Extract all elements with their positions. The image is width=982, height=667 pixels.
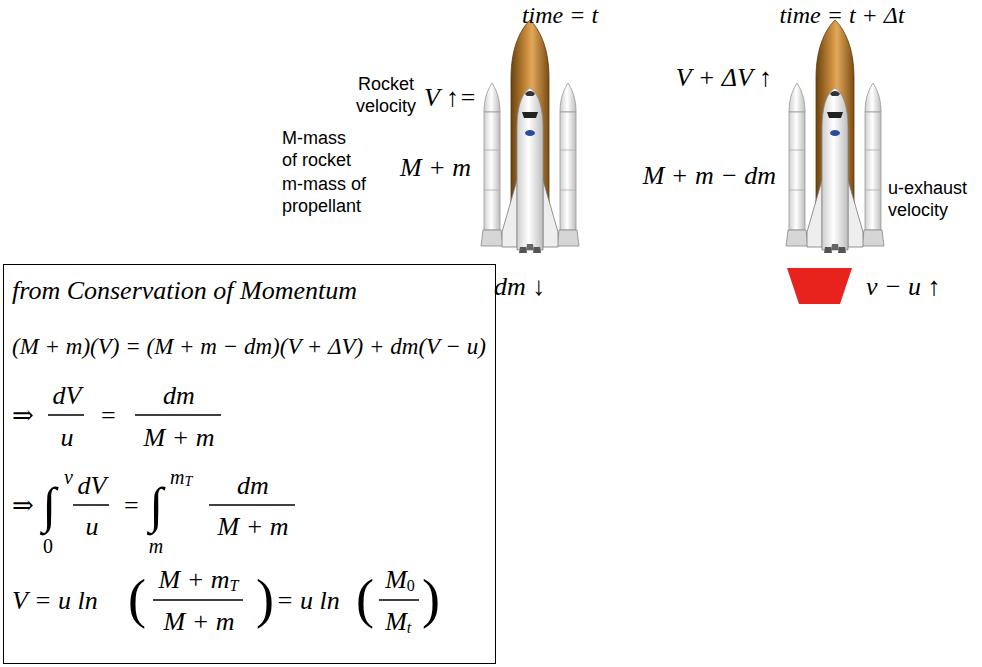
velocity-symbol: V + ΔV ↑ xyxy=(676,63,772,93)
mass-label: M-mass of rocket xyxy=(282,128,364,171)
subscript: 0 xyxy=(407,577,415,595)
fraction-bar xyxy=(209,504,295,506)
numerator: dm xyxy=(237,471,269,501)
exhaust-label: u-exhaust velocity xyxy=(888,178,978,221)
fraction-bar xyxy=(48,414,84,416)
subscript: t xyxy=(407,619,411,637)
equation: V = u ln xyxy=(12,586,98,616)
equation: = u ln xyxy=(276,586,340,616)
lower-limit: 0 xyxy=(43,535,53,558)
equation-box: from Conservation of Momentum (M + m)(V) … xyxy=(3,264,496,664)
subscript: T xyxy=(229,577,238,595)
equation: (M + m)(V) = (M + m − dm)(V + ΔV) + dm(V… xyxy=(12,334,486,360)
time-label: time = t + Δt xyxy=(779,2,904,30)
velocity-label: Rocket velocity xyxy=(348,74,424,117)
fraction-bar xyxy=(73,504,109,506)
denominator: u xyxy=(86,512,99,542)
implies-symbol: ⇒ xyxy=(12,491,34,521)
rocket-drawing xyxy=(481,20,579,253)
denominator: M xyxy=(385,607,407,637)
equation-heading: from Conservation of Momentum xyxy=(12,276,357,306)
integral-sign: ∫ xyxy=(42,477,56,535)
equals-sign: = xyxy=(124,491,139,521)
subscript: T xyxy=(184,474,192,490)
rocket-drawing xyxy=(786,20,884,253)
numerator: dV xyxy=(53,381,82,411)
numerator: M xyxy=(385,565,407,595)
time-label: time = t xyxy=(522,2,598,30)
bracket: ) xyxy=(422,568,440,630)
mass-symbol: M + m − dm xyxy=(643,161,776,191)
equals-sign: = xyxy=(101,401,116,431)
numerator: dV xyxy=(78,471,107,501)
upper-limit: m xyxy=(170,466,184,489)
mass-symbol: M + m xyxy=(400,153,471,183)
integral-sign: ∫ xyxy=(149,477,163,535)
exhaust-velocity-symbol: v − u ↑ xyxy=(866,272,941,302)
denominator: M + m xyxy=(164,607,235,637)
exhaust-mass xyxy=(787,268,852,304)
fraction-bar xyxy=(135,414,221,416)
mass-label: m-mass of propellant xyxy=(282,174,394,217)
numerator: M + m xyxy=(159,565,230,595)
velocity-symbol: V ↑= xyxy=(424,83,476,113)
lower-limit: m xyxy=(149,535,163,558)
implies-symbol: ⇒ xyxy=(12,401,34,431)
bracket: ) xyxy=(256,568,274,630)
numerator: dm xyxy=(163,381,195,411)
fraction-bar xyxy=(153,599,243,601)
bracket: ( xyxy=(356,568,374,630)
fraction-bar xyxy=(379,599,419,601)
bracket: ( xyxy=(128,568,146,630)
denominator: M + m xyxy=(218,512,289,542)
denominator: M + m xyxy=(144,423,215,453)
mass-symbol: dm ↓ xyxy=(494,272,545,302)
upper-limit: v xyxy=(64,466,73,489)
denominator: u xyxy=(61,423,74,453)
